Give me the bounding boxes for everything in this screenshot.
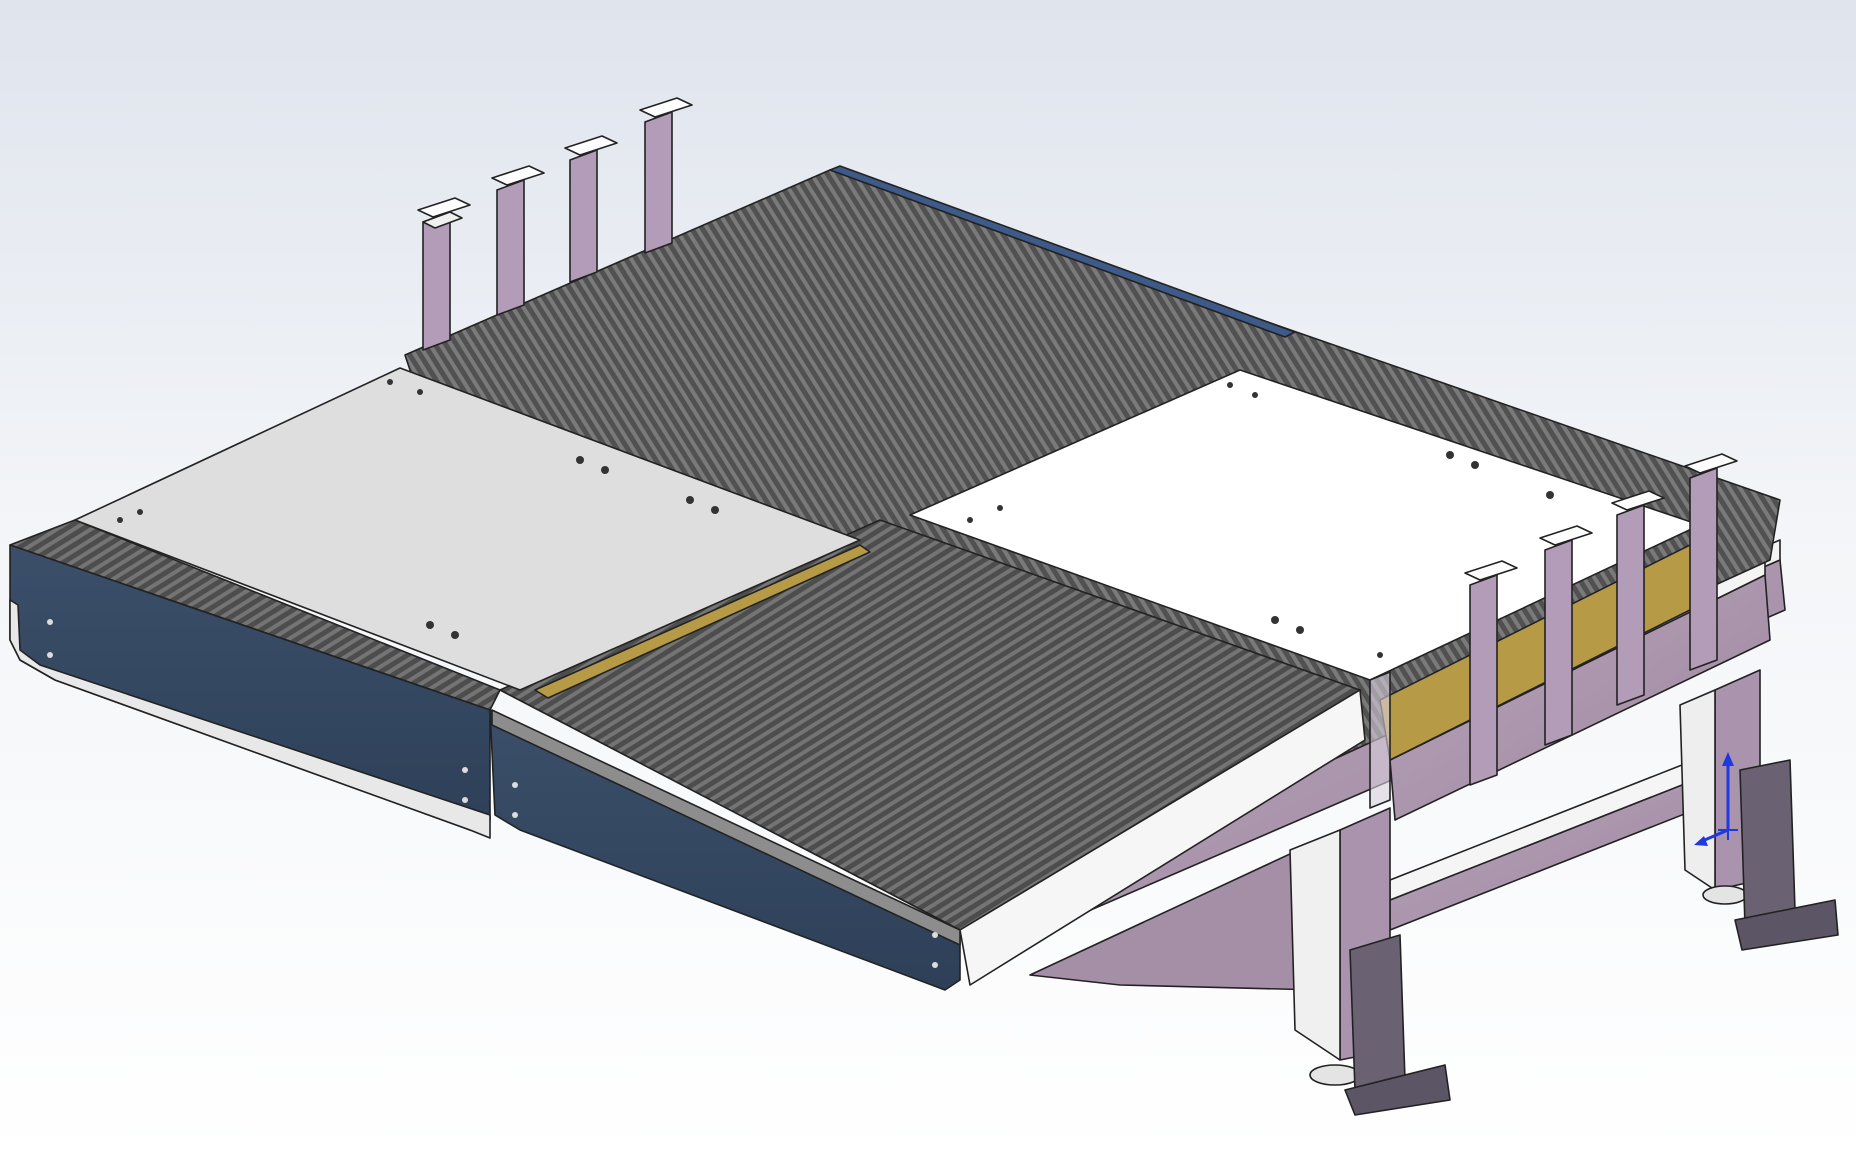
floor-bracket-rear-base [1734, 899, 1839, 951]
rear-rail [829, 165, 1296, 338]
front-post-1[interactable] [1464, 560, 1518, 786]
table-plate-left[interactable] [74, 367, 861, 691]
front-panel-left-underside [9, 599, 491, 839]
rear-posts[interactable] [417, 97, 693, 351]
coordinate-triad-icon [1694, 752, 1738, 846]
edge-guide-post[interactable] [1369, 671, 1391, 809]
frame-leg-rear-side [1679, 689, 1716, 891]
front-cover-panels[interactable] [9, 544, 1366, 991]
leveling-foot-rear [1702, 885, 1748, 905]
floor-bracket-front-base [1344, 1064, 1451, 1116]
front-post-3[interactable] [1611, 490, 1665, 706]
front-panel-right-lip [491, 709, 961, 946]
floor-bracket-front [1349, 934, 1406, 1091]
front-posts[interactable] [1369, 453, 1738, 809]
rear-post-3[interactable] [564, 135, 618, 283]
plate-holes [117, 379, 1554, 658]
front-post-4[interactable] [1684, 453, 1738, 671]
brass-strip-left [534, 544, 871, 699]
frame-leg-front-side [1289, 829, 1341, 1061]
panel-rivets [47, 619, 938, 968]
front-post-2[interactable] [1539, 525, 1593, 746]
leveling-foot-front [1309, 1064, 1361, 1086]
floor-bracket-rear [1739, 759, 1796, 926]
rear-post-2[interactable] [491, 165, 545, 316]
front-panel-edge [959, 689, 1366, 986]
rear-post-1[interactable] [417, 197, 471, 351]
rear-post-4[interactable] [639, 97, 693, 254]
